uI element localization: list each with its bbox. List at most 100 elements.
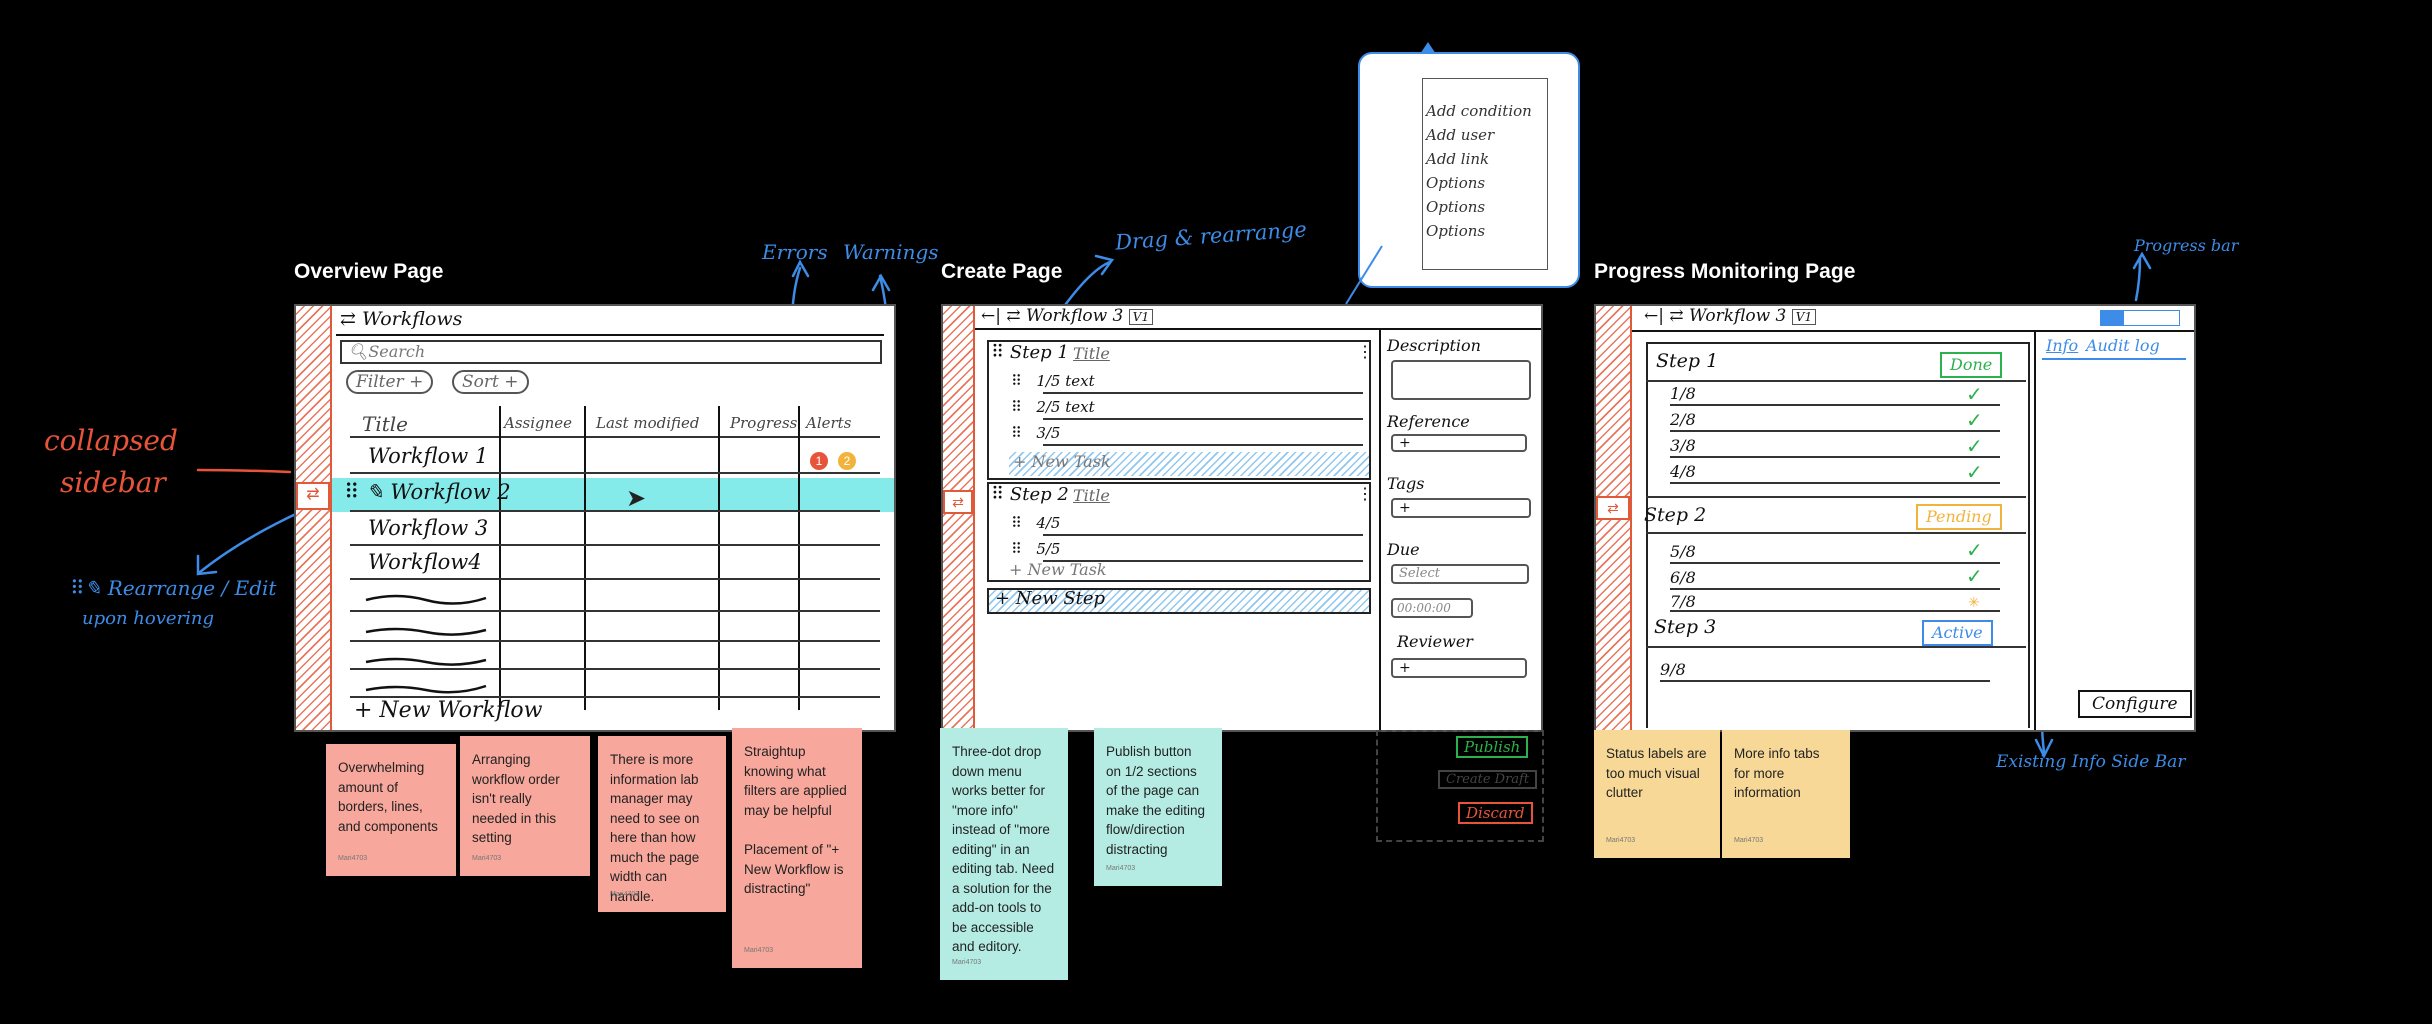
options-item[interactable]: Options xyxy=(1426,222,1486,240)
publish-button[interactable]: Publish xyxy=(1456,736,1529,758)
new-task-button[interactable]: + New Task xyxy=(1009,560,1107,579)
check-icon: ✓ xyxy=(1966,462,1983,484)
edit-pencil-icon[interactable]: ✎ xyxy=(366,480,384,504)
add-reviewer-button[interactable]: + xyxy=(1391,658,1527,678)
step-2-label: Step 2 xyxy=(1644,504,1707,526)
step-2-more-icon[interactable]: ⋮ xyxy=(1357,486,1373,503)
new-workflow-button[interactable]: + New Workflow xyxy=(354,698,543,723)
column-title[interactable]: Title xyxy=(362,412,409,436)
column-assignee[interactable]: Assignee xyxy=(504,414,573,432)
sort-button[interactable]: Sort + xyxy=(452,370,529,394)
task-row[interactable]: ⠿ 2/5 text xyxy=(1011,398,1095,416)
column-last-modified[interactable]: Last modified xyxy=(596,414,700,432)
loading-icon: ✳ xyxy=(1968,594,1980,610)
sticky-note: Overwhelming amount of borders, lines, a… xyxy=(326,744,456,876)
progress-bar-fill xyxy=(2101,311,2125,325)
collapsed-sidebar[interactable] xyxy=(943,306,975,730)
overview-page-title: Overview Page xyxy=(294,260,444,283)
step-2-card[interactable] xyxy=(987,482,1371,582)
back-arrow-icon[interactable]: ←| xyxy=(1644,306,1664,326)
tab-info[interactable]: Info xyxy=(2046,336,2079,355)
step-1-card[interactable] xyxy=(987,340,1371,480)
back-arrow-icon[interactable]: ←| xyxy=(981,306,1001,326)
step-1-label: Step 1 xyxy=(1656,350,1719,372)
sticky-note: Arranging workflow order isn't really ne… xyxy=(460,736,590,876)
drag-handle-icon: ⠿ xyxy=(1011,372,1022,390)
error-alert-badge[interactable]: 1 xyxy=(810,452,828,470)
task-row[interactable]: ⠿ 5/5 xyxy=(1011,540,1061,558)
sticky-note: There is more information lab manager ma… xyxy=(598,736,726,912)
description-field[interactable] xyxy=(1391,360,1531,400)
step-3-label: Step 3 xyxy=(1654,616,1717,638)
configure-button[interactable]: Configure xyxy=(2078,690,2192,718)
collapsed-sidebar[interactable] xyxy=(296,306,332,730)
sticky-note: Status labels are too much visual clutte… xyxy=(1594,730,1720,858)
step-1-more-icon[interactable]: ⋮ xyxy=(1357,344,1373,361)
check-icon: ✓ xyxy=(1966,384,1983,406)
column-progress[interactable]: Progress xyxy=(730,414,798,432)
create-page-frame: ⇄ ←| ⇄ Workflow 3 V1 ⠿ Step 1 Title ⋮ ⠿ … xyxy=(941,304,1543,732)
search-input[interactable]: 🔍︎Search xyxy=(340,340,882,364)
tab-audit-log[interactable]: Audit log xyxy=(2086,336,2160,355)
task-row[interactable]: 7/8 xyxy=(1670,592,1696,611)
task-row[interactable]: 6/8 xyxy=(1670,568,1696,587)
step-1-title[interactable]: Title xyxy=(1073,344,1110,363)
expand-sidebar-icon[interactable]: ⇄ xyxy=(1596,496,1630,520)
filter-button[interactable]: Filter + xyxy=(346,370,434,394)
workflow-row-2[interactable]: ⠿ ✎ Workflow 2 xyxy=(344,480,511,504)
task-row[interactable]: 9/8 xyxy=(1660,660,1686,679)
expand-sidebar-icon[interactable]: ⇄ xyxy=(943,490,973,514)
discard-button[interactable]: Discard xyxy=(1458,802,1533,824)
version-select[interactable]: V1 xyxy=(1791,309,1817,325)
task-row[interactable]: 3/8 xyxy=(1670,436,1696,455)
hover-highlight-row xyxy=(332,478,894,512)
drag-handle-icon: ⠿ xyxy=(1011,514,1022,532)
progress-bar-annotation: Progress bar xyxy=(2134,236,2239,255)
task-row[interactable]: 5/8 xyxy=(1670,542,1696,561)
task-row[interactable]: 1/8 xyxy=(1670,384,1696,403)
dropdown-pointer xyxy=(1345,245,1383,305)
task-row[interactable]: 4/8 xyxy=(1670,462,1696,481)
create-page-title: Create Page xyxy=(941,260,1063,283)
expand-sidebar-icon[interactable]: ⇄ xyxy=(296,482,330,510)
drag-handle-icon[interactable]: ⠿ xyxy=(991,484,1005,505)
progress-page-title: Progress Monitoring Page xyxy=(1594,260,1856,283)
options-item[interactable]: Options xyxy=(1426,174,1486,192)
progress-page-frame: ⇄ ←| ⇄ Workflow 3 V1 30% Info Audit log … xyxy=(1594,304,2196,732)
step-2-title[interactable]: Title xyxy=(1073,486,1110,505)
version-select[interactable]: V1 xyxy=(1128,309,1154,325)
add-user-option[interactable]: Add user xyxy=(1426,126,1495,144)
due-time-input[interactable]: 00:00:00 xyxy=(1391,598,1473,618)
add-link-option[interactable]: Add link xyxy=(1426,150,1490,168)
step-2-label: ⠿ Step 2 xyxy=(991,484,1069,505)
new-step-button[interactable]: + New Step xyxy=(995,588,1106,609)
drop-zone xyxy=(1009,452,1369,476)
task-row[interactable]: ⠿ 1/5 text xyxy=(1011,372,1095,390)
warning-alert-badge[interactable]: 2 xyxy=(838,452,856,470)
task-row[interactable]: 2/8 xyxy=(1670,410,1696,429)
add-tag-button[interactable]: + xyxy=(1391,498,1531,518)
sticky-note: Three-dot drop down menu works better fo… xyxy=(940,728,1068,980)
new-task-button[interactable]: + New Task xyxy=(1013,452,1111,471)
cursor-icon: ➤ xyxy=(626,485,647,512)
check-icon: ✓ xyxy=(1966,566,1983,588)
add-reference-button[interactable]: + xyxy=(1391,434,1527,452)
column-alerts[interactable]: Alerts xyxy=(806,414,852,432)
create-draft-button[interactable]: Create Draft xyxy=(1438,770,1538,789)
options-item[interactable]: Options xyxy=(1426,198,1486,216)
task-row[interactable]: ⠿ 3/5 xyxy=(1011,424,1061,442)
sidebar-annotation: sidebar xyxy=(60,466,166,499)
drag-handle-icon[interactable]: ⠿ xyxy=(344,480,360,504)
workflow-row-4[interactable]: Workflow4 xyxy=(368,550,482,574)
add-condition-option[interactable]: Add condition xyxy=(1426,102,1532,120)
due-date-select[interactable]: Select xyxy=(1391,564,1529,584)
workflow-icon: ⇄ xyxy=(1669,306,1684,326)
task-row[interactable]: ⠿ 4/5 xyxy=(1011,514,1061,532)
step-1-label: ⠿ Step 1 xyxy=(991,342,1069,363)
workflow-row-3[interactable]: Workflow 3 xyxy=(368,516,489,540)
workflow-row-1[interactable]: Workflow 1 xyxy=(368,444,489,468)
workflow-icon: ⇄ xyxy=(340,308,356,330)
progress-percent: 30% xyxy=(2150,310,2175,323)
drag-handle-icon[interactable]: ⠿ xyxy=(991,342,1005,363)
drag-handle-icon: ⠿ xyxy=(1011,398,1022,416)
